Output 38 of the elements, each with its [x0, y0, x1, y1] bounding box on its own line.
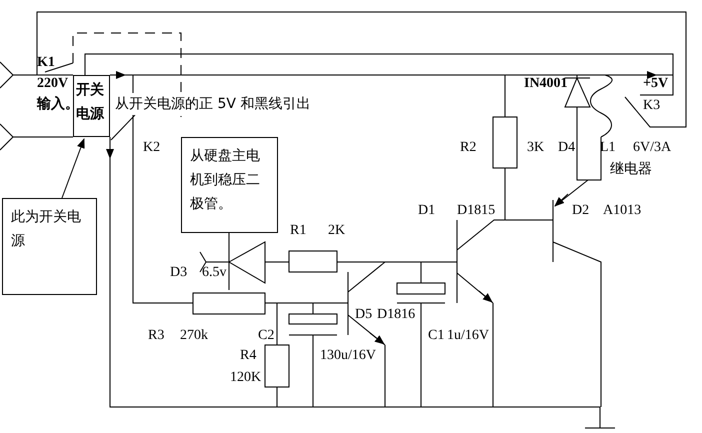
voltage-label: 220V [37, 76, 68, 92]
switch-label: K2 [143, 140, 160, 156]
component-label: D3 [170, 265, 188, 281]
value-label: 1u/16V [447, 328, 489, 344]
callout-box [181, 137, 278, 233]
value-label: 3K [527, 140, 544, 156]
value-label: 120K [230, 370, 262, 386]
value-label: 270k [180, 328, 208, 344]
component-label: R4 [240, 348, 256, 364]
arrow [62, 138, 85, 198]
component-label: C2 [258, 328, 274, 344]
part-number: IN4001 [524, 76, 568, 92]
switch-label: K1 [37, 55, 55, 71]
component-label: L1 [600, 140, 616, 156]
component-label: D1 [418, 203, 436, 219]
switch-label: K3 [643, 98, 660, 114]
component-label: D5 [355, 307, 372, 323]
value-label: 2K [328, 223, 346, 239]
component-label: R2 [460, 140, 476, 156]
power-supply-box [73, 75, 110, 137]
part-number: D1815 [457, 203, 496, 219]
component-label: 继电器 [610, 162, 652, 178]
component-label: R1 [290, 223, 306, 239]
value-label: 6V/3A [633, 140, 672, 156]
voltage-label: +5V [643, 76, 668, 92]
component-label: D2 [572, 203, 590, 219]
component-label: R3 [148, 328, 164, 344]
value-label: 6.5v [202, 265, 226, 281]
box-label: 开关电源 [76, 81, 106, 124]
leader-line [110, 114, 136, 140]
callout-text: 从硬盘主电机到稳压二极管。 [190, 147, 261, 214]
component-label: C1 [428, 328, 444, 344]
component-label: D4 [558, 140, 576, 156]
value-label: 130u/16V [320, 348, 376, 364]
part-number: D1816 [377, 307, 416, 323]
part-number: A1013 [603, 203, 642, 219]
callout-text: 此为开关电源 [11, 208, 82, 251]
callout-box [2, 198, 97, 295]
